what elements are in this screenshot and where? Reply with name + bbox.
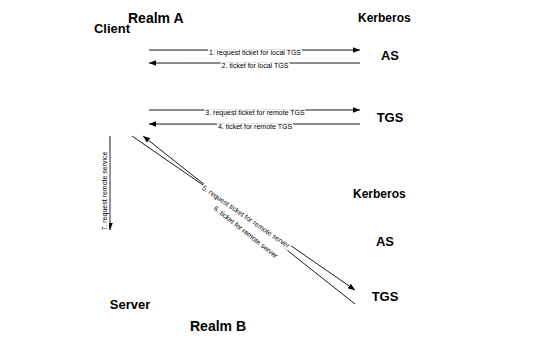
kerberos-server-outline [335,188,447,325]
box-label: AS [381,49,399,64]
as-box: AS [355,228,415,256]
kerberos-server: KerberosAS TGS [340,12,452,152]
realm-ellipse: Realm AClient KerberosAS TGS [12,0,552,180]
client-computer: Client [75,20,149,136]
kerberos-server-outline [340,12,452,152]
tgs-box: TGS [360,104,420,132]
message-label: 1. request ticket for local TGS [207,49,301,57]
realm-name: Realm A [128,10,184,26]
box-label: AS [376,235,394,250]
box-label: TGS [377,111,404,126]
box-label: TGS [372,290,399,305]
server-heading: Kerberos [358,12,411,26]
message-arrow [143,136,355,304]
message-arrow [109,136,110,230]
message-label: 4. ticket for remote TGS [216,123,292,131]
message-arrow [132,136,355,290]
computer-name: Client [94,22,130,37]
client-computer-icon [76,40,146,97]
kerberos-server: KerberosAS TGS [335,188,447,325]
message-label: 7. request remote service [101,151,109,232]
server-computer-icon [106,233,156,296]
message-label: 2. ticket for local TGS [220,62,289,70]
tgs-box: TGS [355,283,415,311]
server-computer: Server [95,230,165,314]
as-box: AS [360,42,420,70]
realm-name: Realm B [190,318,246,334]
message-label: 3. request ticket for remote TGS [204,109,305,117]
server-heading: Kerberos [353,188,406,202]
realm-ellipse-outline [12,0,552,180]
message-label: 5. request ticket for remote server [200,183,292,250]
computer-name: Server [110,298,150,313]
